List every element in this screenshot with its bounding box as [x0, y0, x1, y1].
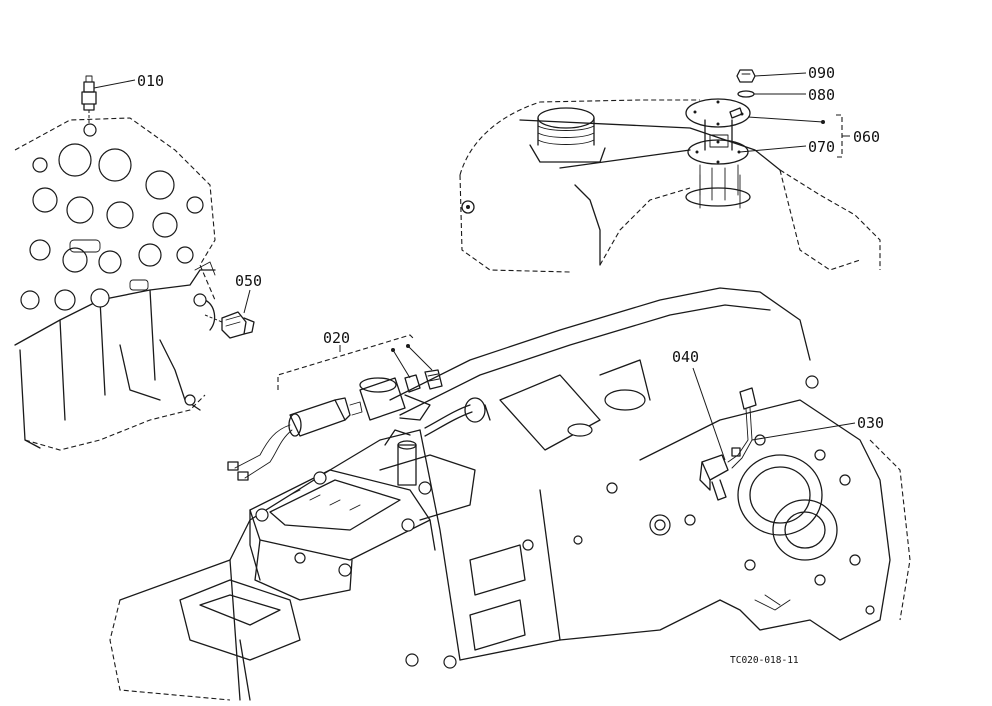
part-020-solenoid-assembly: [227, 334, 491, 481]
callout-010: 010: [137, 72, 164, 90]
callout-030: 030: [857, 414, 884, 432]
callout-050: 050: [235, 272, 262, 290]
part-050-switch: [204, 311, 255, 339]
callout-080: 080: [808, 86, 835, 104]
callout-labels: 010 020 030 040 050 060 070 080 090: [137, 64, 884, 432]
callout-060: 060: [853, 128, 880, 146]
callout-leaders: [93, 72, 856, 461]
top-cover-drawing: [179, 440, 476, 661]
callout-090: 090: [808, 64, 835, 82]
callout-040: 040: [672, 348, 699, 366]
transmission-housing-drawing: [109, 287, 911, 701]
part-010-sensor: [81, 75, 97, 125]
callout-070: 070: [808, 138, 835, 156]
fuel-tank-drawing: [459, 99, 881, 273]
engine-block-drawing: [14, 117, 216, 451]
callout-020: 020: [323, 329, 350, 347]
part-040-switch: [699, 454, 729, 501]
reference-code: TC020-018-11: [730, 655, 799, 666]
part-030-harness: [727, 387, 757, 469]
